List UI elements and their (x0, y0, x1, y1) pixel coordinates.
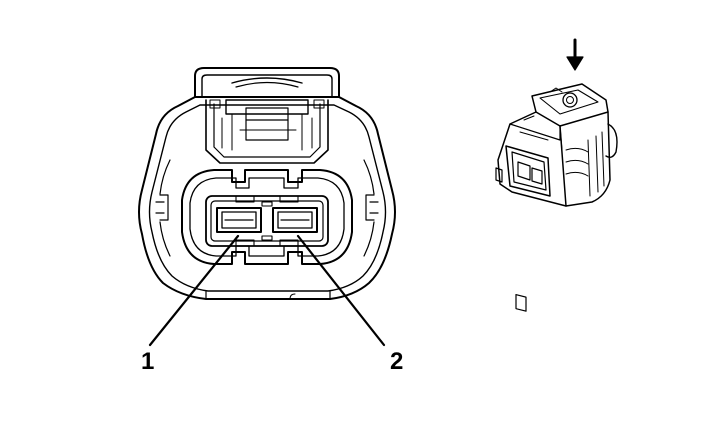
connector-isometric-icon (495, 83, 618, 312)
pin-cavity-1 (216, 207, 262, 233)
pin-label-2: 2 (390, 348, 404, 375)
connector-front-view (138, 67, 396, 347)
leader-line-2 (296, 234, 386, 347)
top-latch (194, 67, 340, 98)
arrow-down-icon (566, 38, 584, 71)
pin-label-1: 1 (141, 348, 155, 375)
mating-face (181, 169, 353, 265)
latch-window (205, 99, 329, 164)
leader-line-1 (148, 234, 240, 347)
outer-shell (138, 96, 396, 300)
side-ribs (155, 159, 379, 257)
pin-cavity-2 (272, 207, 318, 233)
